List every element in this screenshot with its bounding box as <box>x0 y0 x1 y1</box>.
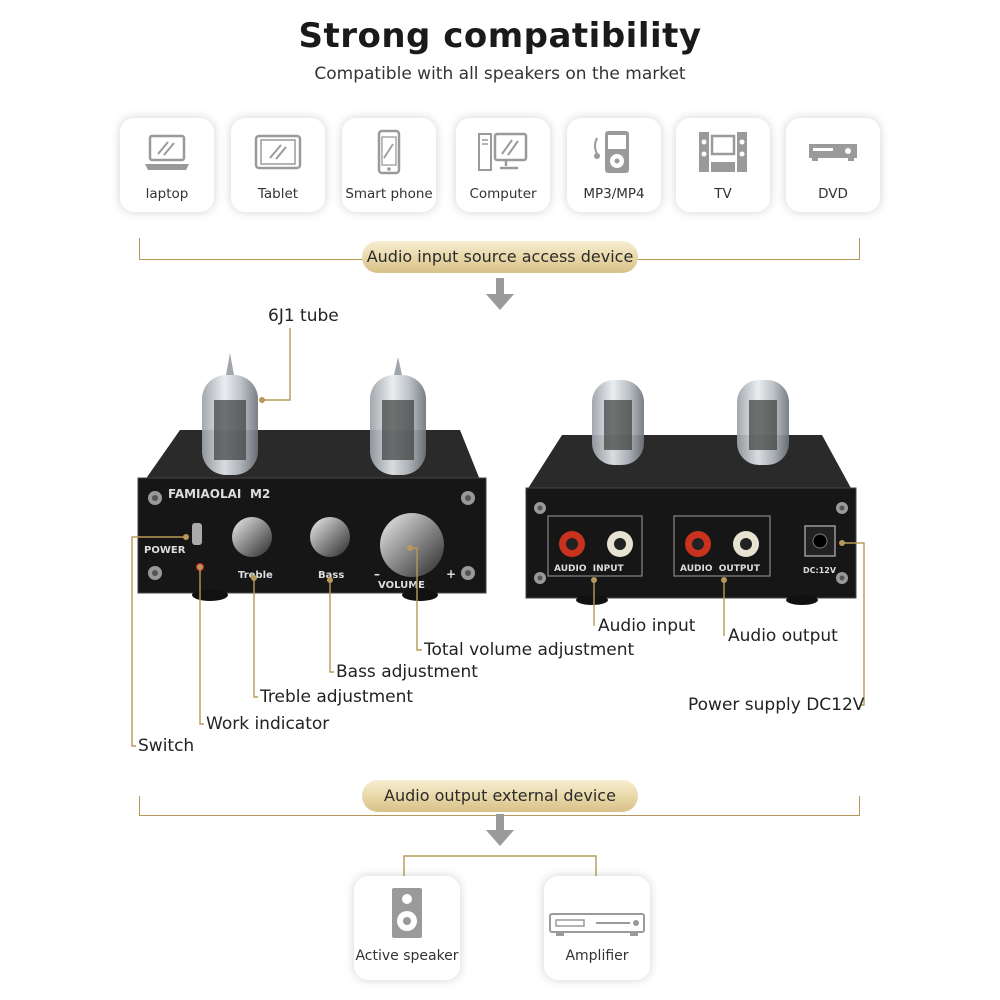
input-source-banner: Audio input source access device <box>362 241 638 273</box>
source-card-mp3: MP3/MP4 <box>567 118 661 212</box>
output-card-active-speaker: Active speaker <box>354 876 460 980</box>
source-card-tv: TV <box>676 118 770 212</box>
speaker-icon <box>392 888 422 938</box>
tablet-icon <box>254 134 302 170</box>
tv-icon <box>699 132 747 172</box>
vacuum-tube-left <box>202 353 258 475</box>
source-card-dvd: DVD <box>786 118 880 212</box>
annotation-indicator: Work indicator <box>206 714 330 734</box>
output-label: Active speaker <box>355 948 459 964</box>
page-title: Strong compatibility <box>298 16 702 56</box>
audio-input-label: AUDIO INPUT <box>554 564 625 574</box>
output-device-banner: Audio output external device <box>362 780 638 812</box>
audio-output-label: AUDIO OUTPUT <box>680 564 761 574</box>
amplifier-icon <box>549 913 645 936</box>
source-label: laptop <box>145 186 189 202</box>
volume-label: VOLUME <box>378 580 425 591</box>
model-label: M2 <box>250 487 270 501</box>
vacuum-tube-back-right <box>737 380 789 465</box>
annotation-audio-output: Audio output <box>728 626 838 646</box>
source-card-laptop: laptop <box>120 118 214 212</box>
power-label: POWER <box>144 545 186 556</box>
dvd-player-icon <box>809 144 857 161</box>
vacuum-tube-right <box>370 357 426 475</box>
dc-label: DC:12V <box>803 566 837 575</box>
annotation-volume: Total volume adjustment <box>424 640 635 660</box>
annotation-audio-input: Audio input <box>598 616 696 636</box>
vacuum-tube-back-left <box>592 380 644 465</box>
annotation-treble: Treble adjustment <box>260 687 414 707</box>
amplifier-back-view: AUDIO INPUT AUDIO OUTPUT DC:12V <box>525 380 857 605</box>
arrow-down-icon <box>486 278 514 310</box>
amplifier-front-view: FAMIAOLAI M2 POWER Treble Bass VOLUME – … <box>137 353 487 601</box>
volume-minus: – <box>374 567 380 581</box>
mp3-player-icon <box>594 131 629 173</box>
source-card-computer: Computer <box>456 118 550 212</box>
source-label: Computer <box>469 186 537 202</box>
arrow-down-icon <box>486 814 514 846</box>
page-subtitle: Compatible with all speakers on the mark… <box>314 64 686 84</box>
annotation-tube: 6J1 tube <box>268 306 339 326</box>
volume-plus: + <box>446 567 456 581</box>
computer-icon <box>478 132 528 171</box>
source-label: TV <box>714 186 732 202</box>
source-label: MP3/MP4 <box>583 186 645 202</box>
source-label: Smart phone <box>345 186 433 202</box>
source-card-smartphone: Smart phone <box>342 118 436 212</box>
bass-label: Bass <box>318 570 344 581</box>
laptop-icon <box>145 134 189 170</box>
output-card-amplifier: Amplifier <box>544 876 650 980</box>
smartphone-icon <box>377 129 401 175</box>
annotation-power-supply: Power supply DC12V <box>688 695 865 715</box>
output-label: Amplifier <box>565 948 629 964</box>
source-label: DVD <box>818 186 848 202</box>
annotation-switch: Switch <box>138 736 195 756</box>
source-card-tablet: Tablet <box>231 118 325 212</box>
brand-label: FAMIAOLAI <box>168 487 241 501</box>
source-label: Tablet <box>257 186 299 202</box>
annotation-bass: Bass adjustment <box>336 662 478 682</box>
